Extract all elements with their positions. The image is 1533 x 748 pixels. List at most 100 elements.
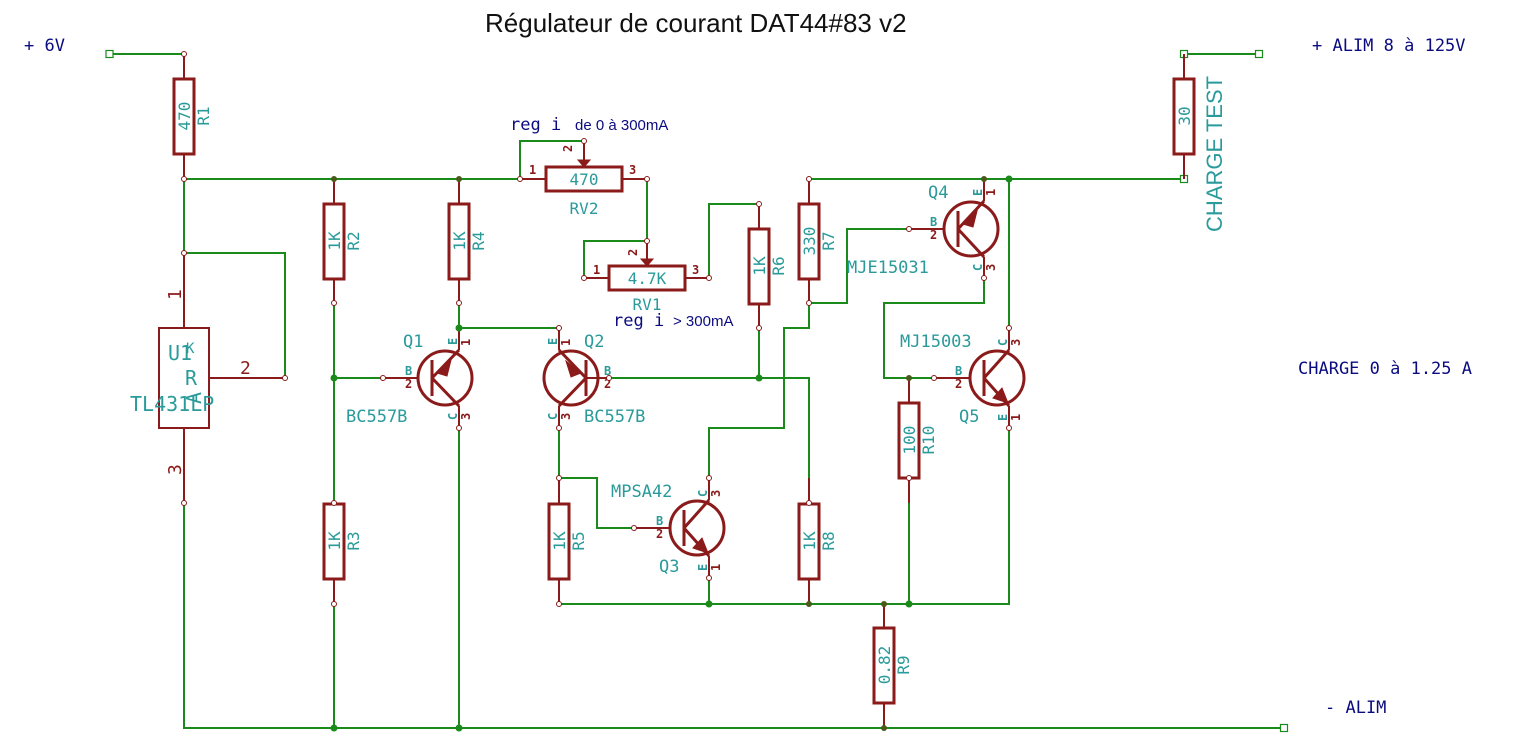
resistor-value: 100 [900,426,919,455]
junction-dot [906,375,912,381]
transistor-ref: Q1 [403,332,423,352]
resistor-r3[interactable]: 1K R3 [322,502,363,604]
pin-letter-e: E [446,338,460,345]
pin-letter-b: B [955,364,962,378]
pin-letter-e: E [696,564,710,571]
resistor-ref: R6 [769,256,788,275]
resistor-r4[interactable]: 1K R4 [447,179,488,303]
pin-letter-b: B [656,514,663,528]
resistor-r8[interactable]: 1K R8 [797,478,838,604]
resistor-ref: R2 [344,231,363,250]
junction-dot [331,176,337,182]
resistor-value: 330 [800,227,819,256]
junction-dot [455,724,463,732]
pin-letter-c: C [446,413,460,420]
resistor-r5[interactable]: 1K R5 [547,478,588,604]
resistor-r2[interactable]: 1K R2 [322,179,363,303]
junction-dot [905,600,913,608]
wire [608,377,810,504]
pin-number: 3 [559,413,573,420]
resistor-r9[interactable]: 0.82 R9 [872,604,913,728]
wire [183,252,286,379]
transistor-q2[interactable]: Q2 BC557B B 2 E 1 C 3 [542,328,645,428]
pin-number: 1 [984,189,998,196]
resistor-value: 1K [750,256,769,276]
annotation-reg-i-low: reg i [510,115,561,135]
pin-number: 3 [459,413,473,420]
transistor-q3[interactable]: MPSA42 Q3 B 2 C 3 E 1 [611,478,726,578]
pin-number: 2 [561,145,575,152]
transistor-part: MPSA42 [611,482,672,502]
wire [183,502,1285,729]
regulator-u1[interactable]: 1 2 3 U1 K R A TL431LP [130,253,285,503]
junction-dot [1005,175,1013,183]
resistor-ref: R10 [919,426,938,455]
pin-number: 1 [459,339,473,346]
resistor-value: 1K [325,231,344,251]
pin-letter-c: C [971,264,985,271]
transistor-part: MJ15003 [900,332,972,352]
resistor-ref: R4 [469,231,488,250]
wire [883,277,985,379]
pin-letter-b: B [930,215,937,229]
pin-number: 1 [165,289,186,300]
pin-number: 2 [240,358,251,379]
port-plus-alim[interactable] [1254,49,1264,59]
pin-letter-c: C [546,413,560,420]
pin-number: 2 [405,377,412,391]
resistor-value: 470 [175,102,194,131]
resistor-r6[interactable]: 1K R6 [747,204,788,328]
resistor-r1[interactable]: 470 R1 [172,54,213,179]
pin-number: 2 [604,377,611,391]
resistor-ref: R7 [819,231,838,250]
junction-dot [455,324,463,332]
pin-name-r: R [185,366,198,390]
pin-letter-c: C [696,490,710,497]
potentiometer-rv2[interactable]: 470 RV2 1 2 3 [520,141,647,218]
pin-number: 2 [656,527,663,541]
resistor-ref: R5 [569,531,588,550]
transistor-ref: Q2 [584,332,604,352]
net-label-plus-alim: + ALIM 8 à 125V [1312,36,1466,56]
net-label-plus-6v: + 6V [24,36,65,56]
port-plus-6v[interactable] [105,49,114,59]
port-minus-alim[interactable] [1279,723,1289,733]
transistor-q1[interactable]: Q1 BC557B PNP B 2 E 1 C 3 [346,328,474,428]
pin-letter-b: B [604,364,611,378]
resistor-r10[interactable]: 100 R10 [897,378,938,503]
pin-number: 2 [930,228,937,242]
transistor-q4[interactable]: Q4 MJE15031 B 2 E 1 C 3 [847,179,1000,278]
wire [708,302,810,479]
pot-value: 470 [570,170,599,189]
junction-dot [806,601,812,607]
junctions [330,175,1013,732]
annotation-reg-i-high-range: > 300mA [673,313,733,330]
pin-number: 1 [593,263,600,277]
transistor-ref: Q3 [659,557,679,577]
transistor-ref: Q4 [928,183,948,203]
pin-number: 2 [626,249,640,256]
transistor-q5[interactable]: MJ15003 Q5 B 2 C 3 E 1 [900,328,1026,428]
pin-letter-e: E [996,414,1010,421]
pin-number: 1 [559,339,573,346]
pin-number: 1 [1009,414,1023,421]
regulator-ref: U1 [168,341,192,365]
load-resistor-charge-test[interactable]: 30 CHARGE TEST [1172,54,1227,232]
wire [808,228,910,304]
pin-number: 3 [629,163,636,177]
regulator-part: TL431LP [130,392,214,416]
junction-dot [705,600,713,608]
wire [708,203,760,279]
resistor-r7[interactable]: 330 R7 [797,179,838,303]
resistor-value: 1K [325,531,344,551]
annotation-reg-i-low-range: de 0 à 300mA [575,117,668,134]
pin-letter-e: E [971,189,985,196]
transistor-part: BC557B [346,407,407,427]
resistor-ref: R3 [344,531,363,550]
potentiometer-rv1[interactable]: 4.7K RV1 1 2 3 [584,241,709,314]
pot-ref: RV1 [633,295,662,314]
wire [519,140,585,180]
schematic-title: Régulateur de courant DAT44#83 v2 [485,8,907,38]
pin-number: 3 [165,464,186,475]
